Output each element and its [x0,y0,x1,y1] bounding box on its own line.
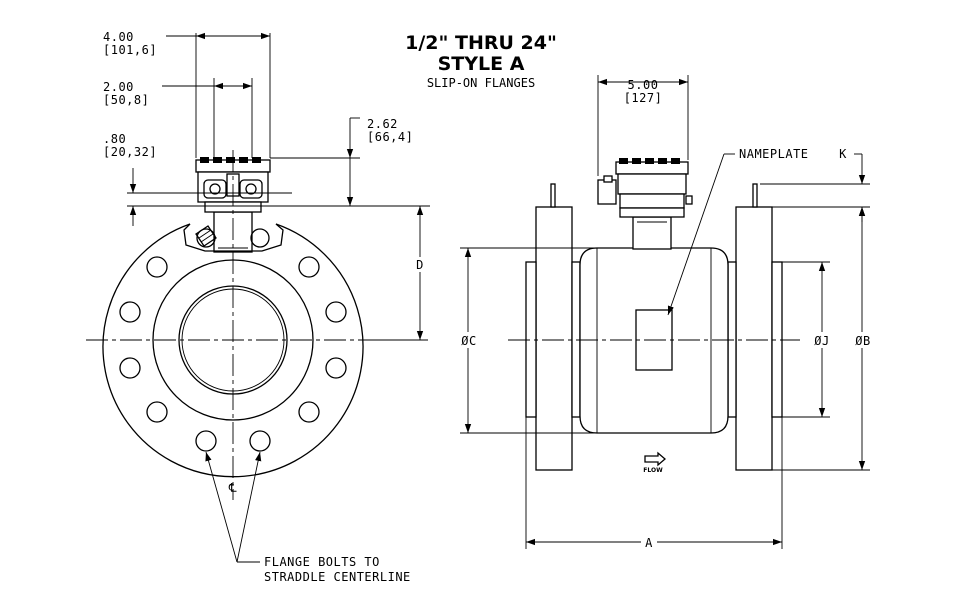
conduit-fitting [195,225,217,247]
dim-0-80-metric: [20,32] [103,145,157,159]
left-flange [525,183,581,471]
dim-K-label: K [839,147,847,161]
flow-indicator: FLOW [643,451,666,474]
dimension-4-00: 4.00 [101,6] [103,30,271,158]
title-line-1: 1/2" THRU 24" [405,32,557,54]
dim-B-label: ØB [855,334,870,348]
right-flange [727,183,783,471]
note-line-1: FLANGE BOLTS TO [264,555,380,569]
flange-bolt-note: FLANGE BOLTS TO STRADDLE CENTERLINE [205,451,411,584]
dim-2-62-metric: [66,4] [367,130,413,144]
dim-C-label: ØC [461,334,476,348]
dim-2-00-metric: [50,8] [103,93,149,107]
dim-0-80-value: .80 [103,132,126,146]
title-line-2: STYLE A [438,53,525,75]
transmitter-head-side [597,158,693,218]
dimension-B: ØB [772,207,877,471]
dim-2-00-value: 2.00 [103,80,134,94]
dim-4-00-metric: [101,6] [103,43,157,57]
dim-4-00-value: 4.00 [103,30,134,44]
dimension-A: A [525,417,783,550]
centerline-symbol: ℄ [228,481,237,495]
dim-A-label: A [645,536,653,550]
dimension-J: ØJ [782,261,837,418]
flange-neck [183,223,284,252]
title-block: 1/2" THRU 24" STYLE A SLIP-ON FLANGES [405,32,557,90]
dimension-2-00: 2.00 [50,8] [103,78,253,158]
dimension-0-80: .80 [20,32] [103,132,430,226]
note-line-2: STRADDLE CENTERLINE [264,570,411,584]
dimension-C: ØC [455,247,597,434]
dim-J-label: ØJ [814,334,829,348]
dimension-5-00: 5.00 [127] [597,75,689,176]
dim-2-62-value: 2.62 [367,117,398,131]
dimension-K: K [760,147,870,222]
bolt-holes [119,228,347,452]
nameplate-callout: NAMEPLATE [667,147,809,316]
dimension-2-62: 2.62 [66,4] [270,117,413,206]
dimension-D: D [378,206,428,341]
title-line-3: SLIP-ON FLANGES [427,76,535,90]
dim-5-00-metric: [127] [624,91,663,105]
dim-5-00-value: 5.00 [628,78,659,92]
nameplate-label: NAMEPLATE [739,147,809,161]
front-view: ℄ 4.00 [101,6] 2.00 [50,8] .80 [20,32] [86,30,430,584]
dim-D-label: D [416,258,424,272]
side-view: FLOW 5.00 [127] NAMEPLATE K [455,75,877,550]
flow-label: FLOW [643,467,663,474]
